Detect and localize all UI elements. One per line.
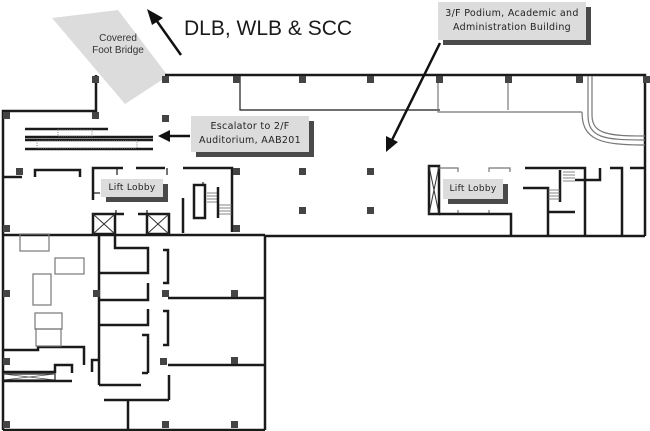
lift-west-2[interactable] (145, 212, 171, 236)
lift-east[interactable] (427, 164, 441, 216)
escalator-label-line1: Escalator to 2/F (210, 121, 290, 132)
foot-bridge-label-line1: Covered (99, 33, 137, 44)
foot-bridge-label-line2: Foot Bridge (92, 45, 144, 56)
arrow-to-podium-icon (386, 42, 442, 152)
podium-label-line1: 3/F Podium, Academic and (445, 8, 579, 19)
podium-label-line2: Administration Building (453, 22, 571, 33)
west-core (3, 166, 234, 236)
structural-columns (3, 76, 650, 428)
lift-lobby-east-label: Lift Lobby (443, 179, 503, 199)
foot-bridge-label: Covered Foot Bridge (88, 33, 148, 57)
lift-west-1[interactable] (91, 212, 117, 236)
east-core (427, 164, 645, 235)
arrow-to-dlb-icon (147, 9, 183, 56)
destination-label: DLB, WLB & SCC (184, 17, 353, 40)
north-rooms (239, 76, 646, 146)
arrow-to-escalator-icon (158, 130, 190, 142)
covered-foot-bridge[interactable] (52, 10, 168, 104)
podium-label: 3/F Podium, Academic and Administration … (438, 2, 586, 40)
southwest-rooms (2, 233, 265, 430)
escalator-label-line2: Auditorium, AAB201 (199, 135, 301, 146)
lift-lobby-west-label: Lift Lobby (101, 179, 163, 197)
escalator-label: Escalator to 2/F Auditorium, AAB201 (191, 116, 309, 152)
escalator[interactable] (25, 127, 153, 151)
exterior-walls (1, 73, 647, 431)
